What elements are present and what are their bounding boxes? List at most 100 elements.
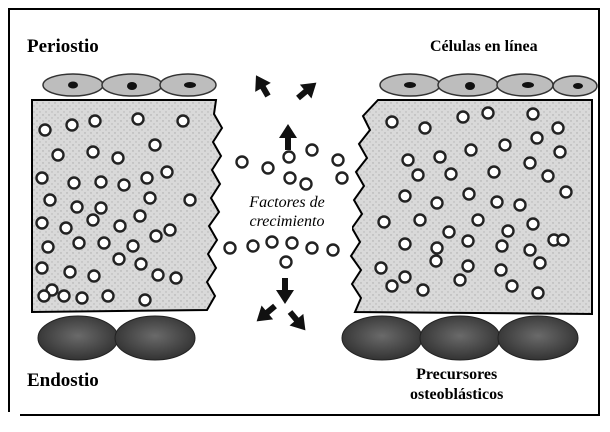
growth-factor-ring xyxy=(525,245,536,256)
growth-factor-ring xyxy=(473,215,484,226)
growth-factor-ring xyxy=(328,245,339,256)
growth-factor-ring xyxy=(165,225,176,236)
growth-factor-ring xyxy=(77,293,88,304)
growth-factor-ring xyxy=(88,147,99,158)
growth-factor-ring xyxy=(43,242,54,253)
growth-factor-ring xyxy=(99,238,110,249)
growth-factor-ring xyxy=(113,153,124,164)
growth-factor-ring xyxy=(455,275,466,286)
growth-factor-ring xyxy=(525,158,536,169)
growth-factor-ring xyxy=(496,265,507,276)
growth-factor-ring xyxy=(553,123,564,134)
growth-factor-ring xyxy=(263,163,274,174)
growth-factor-ring xyxy=(225,243,236,254)
growth-factor-ring xyxy=(415,215,426,226)
growth-factor-ring xyxy=(178,116,189,127)
lining-cells-right xyxy=(380,74,597,96)
growth-factor-ring xyxy=(503,226,514,237)
growth-factor-ring xyxy=(287,238,298,249)
growth-factor-ring xyxy=(74,238,85,249)
growth-factor-ring xyxy=(45,195,56,206)
precursors-label: Precursores osteoblásticos xyxy=(410,365,503,405)
growth-factor-ring xyxy=(67,120,78,131)
growth-factor-ring xyxy=(96,177,107,188)
growth-factor-ring xyxy=(507,281,518,292)
growth-factor-ring xyxy=(150,140,161,151)
growth-factor-ring xyxy=(463,261,474,272)
growth-factor-ring xyxy=(515,200,526,211)
growth-factor-ring xyxy=(555,147,566,158)
growth-factor-ring xyxy=(533,288,544,299)
growth-factor-ring xyxy=(403,155,414,166)
growth-factor-ring xyxy=(307,243,318,254)
growth-factor-ring xyxy=(103,291,114,302)
growth-factor-ring xyxy=(387,117,398,128)
growth-factor-ring xyxy=(376,263,387,274)
growth-factor-ring xyxy=(128,241,139,252)
growth-factor-ring xyxy=(535,258,546,269)
arrow-down xyxy=(276,278,294,304)
growth-factor-ring xyxy=(435,152,446,163)
growth-factor-ring xyxy=(61,223,72,234)
growth-factor-ring xyxy=(96,203,107,214)
growth-factor-ring xyxy=(162,167,173,178)
growth-factor-ring xyxy=(285,173,296,184)
growth-factor-ring xyxy=(337,173,348,184)
lining-cells-left xyxy=(43,74,216,96)
growth-factor-ring xyxy=(114,254,125,265)
growth-factor-ring xyxy=(400,239,411,250)
growth-factor-ring xyxy=(65,267,76,278)
left-bone-block xyxy=(32,100,222,312)
growth-factor-ring xyxy=(133,114,144,125)
growth-factor-ring xyxy=(59,291,70,302)
growth-factor-ring xyxy=(151,231,162,242)
growth-factor-ring xyxy=(464,189,475,200)
growth-factor-ring xyxy=(136,259,147,270)
growth-factor-ring xyxy=(432,243,443,254)
growth-factor-ring xyxy=(387,281,398,292)
growth-factor-ring xyxy=(37,173,48,184)
growth-factor-ring xyxy=(53,150,64,161)
growth-factor-ring xyxy=(88,215,99,226)
growth-factors-line1: Factores de xyxy=(222,193,352,212)
growth-factor-ring xyxy=(72,202,83,213)
growth-factor-ring xyxy=(140,295,151,306)
growth-factor-ring xyxy=(281,257,292,268)
growth-factor-ring xyxy=(458,112,469,123)
endostio-label: Endostio xyxy=(27,370,99,392)
growth-factor-ring xyxy=(400,272,411,283)
growth-factor-ring xyxy=(267,237,278,248)
growth-factors-line2: crecimiento xyxy=(222,212,352,231)
growth-factor-ring xyxy=(284,152,295,163)
arrow-down-left xyxy=(251,299,281,328)
growth-factor-ring xyxy=(432,198,443,209)
growth-factor-ring xyxy=(115,221,126,232)
lining-cells-label: Células en línea xyxy=(430,38,538,56)
growth-factor-ring xyxy=(333,155,344,166)
growth-factor-ring xyxy=(413,170,424,181)
growth-factor-ring xyxy=(39,291,50,302)
growth-factor-ring xyxy=(561,187,572,198)
growth-factor-ring xyxy=(420,123,431,134)
growth-factor-ring xyxy=(90,116,101,127)
arrow-up-right xyxy=(292,76,322,105)
growth-factor-ring xyxy=(135,211,146,222)
growth-factor-ring xyxy=(558,235,569,246)
periostio-label: Periostio xyxy=(27,36,99,58)
growth-factor-ring xyxy=(69,178,80,189)
growth-factor-ring xyxy=(237,157,248,168)
growth-factor-ring xyxy=(379,217,390,228)
arrow-up xyxy=(279,124,297,150)
growth-factor-ring xyxy=(489,167,500,178)
growth-factor-ring xyxy=(153,270,164,281)
growth-factor-ring xyxy=(463,236,474,247)
growth-factor-ring xyxy=(483,108,494,119)
growth-factor-ring xyxy=(528,109,539,120)
arrow-up-left xyxy=(248,71,276,101)
precursor-cells-left xyxy=(38,316,195,360)
growth-factor-ring xyxy=(37,263,48,274)
growth-factor-ring xyxy=(301,179,312,190)
growth-factor-ring xyxy=(431,256,442,267)
precursor-cells-right xyxy=(342,316,578,360)
growth-factor-ring xyxy=(248,241,259,252)
